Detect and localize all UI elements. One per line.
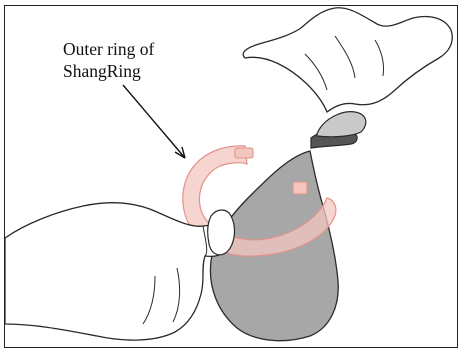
ring-tab-top xyxy=(235,148,253,158)
ring-label: Outer ring of ShangRing xyxy=(63,38,154,82)
upper-hand xyxy=(243,8,452,112)
illustration-frame: Outer ring of ShangRing xyxy=(4,5,458,348)
ring-tab-right xyxy=(293,182,307,194)
thumb xyxy=(208,210,235,255)
glans-shape xyxy=(317,112,366,137)
label-line-1: Outer ring of xyxy=(63,38,154,60)
label-line-2: ShangRing xyxy=(63,60,154,82)
arrow-icon xyxy=(123,85,185,158)
